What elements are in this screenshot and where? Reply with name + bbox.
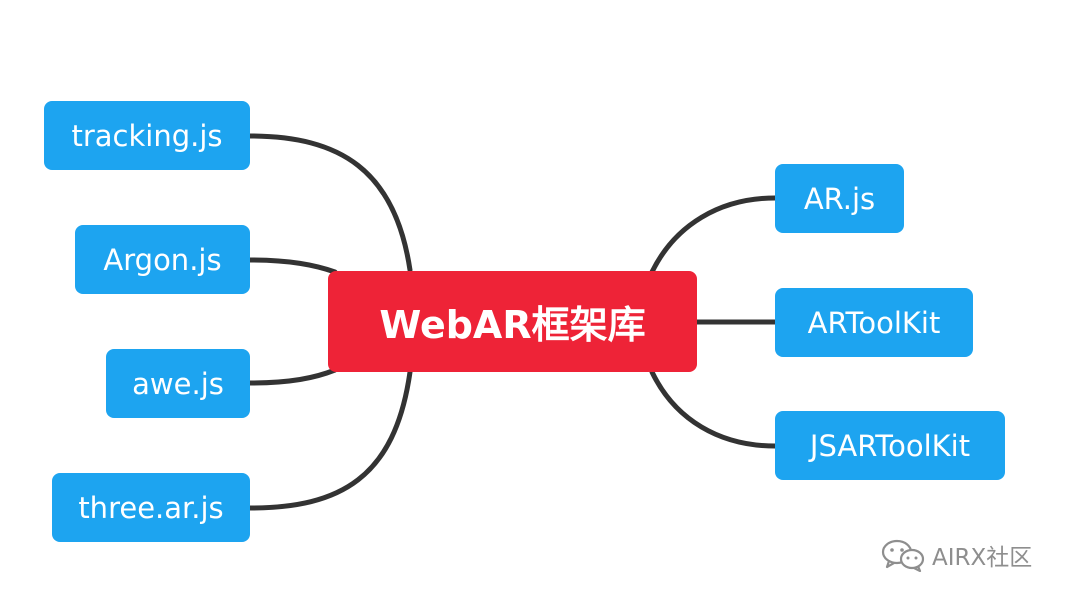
connector-jsartoolkit <box>649 369 778 449</box>
wechat-icon <box>880 538 926 572</box>
connector-awe-js <box>247 367 338 386</box>
connector-ar-js <box>649 195 778 275</box>
node-label: AR.js <box>803 181 876 216</box>
node-argon-js: Argon.js <box>75 225 250 294</box>
watermark: AIRX社区 <box>880 535 1032 575</box>
connector-three-ar-js <box>247 369 413 511</box>
node-label: ARToolKit <box>807 305 941 340</box>
node-label: JSARToolKit <box>809 428 971 463</box>
connector-tracking-js <box>247 133 413 273</box>
node-jsartoolkit: JSARToolKit <box>775 411 1005 480</box>
node-label: three.ar.js <box>78 490 224 525</box>
central-topic: WebAR框架库 <box>328 271 697 372</box>
node-tracking-js: tracking.js <box>44 101 250 170</box>
node-awe-js: awe.js <box>106 349 250 418</box>
node-three-ar-js: three.ar.js <box>52 473 250 542</box>
watermark-text: AIRX社区 <box>932 545 1033 571</box>
node-label: tracking.js <box>71 118 223 153</box>
node-artoolkit: ARToolKit <box>775 288 973 357</box>
node-ar-js: AR.js <box>775 164 904 233</box>
central-topic-label: WebAR框架库 <box>379 303 646 347</box>
connector-argon-js <box>247 257 338 275</box>
node-label: Argon.js <box>103 242 222 277</box>
node-label: awe.js <box>132 366 224 401</box>
